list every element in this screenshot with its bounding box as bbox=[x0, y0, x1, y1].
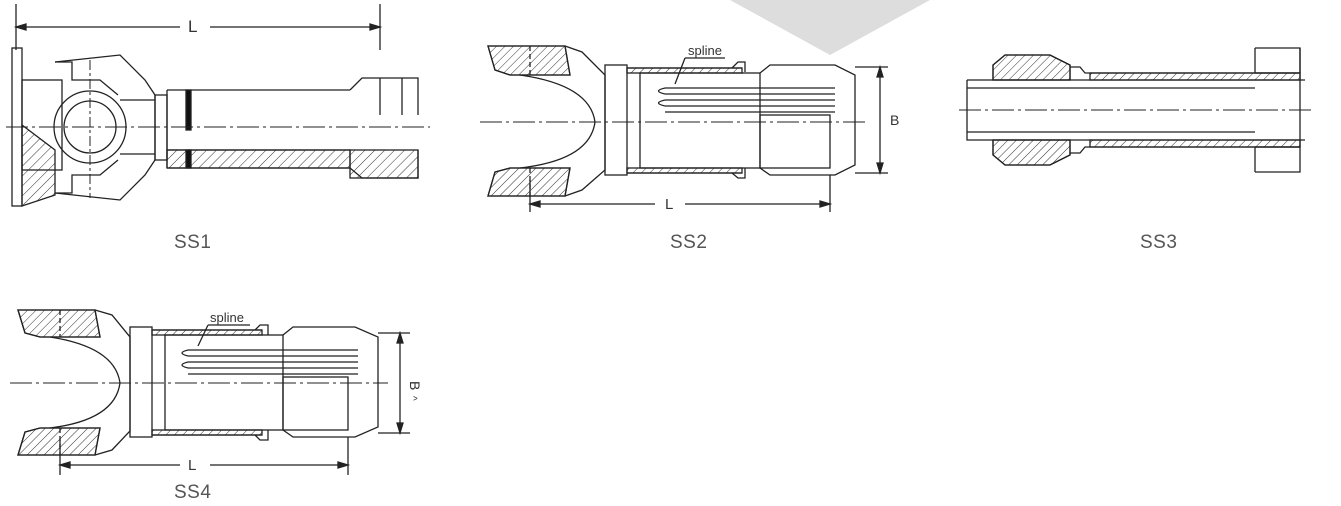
ss2-caption: SS2 bbox=[670, 232, 708, 253]
decorative-triangle bbox=[730, 0, 930, 55]
ss4-spline-callout: spline bbox=[210, 310, 244, 325]
ss1-caption: SS1 bbox=[174, 232, 212, 253]
diagram-ss1: L bbox=[6, 4, 430, 207]
diagram-ss2: spline B L bbox=[480, 43, 899, 213]
ss3-caption: SS3 bbox=[1140, 232, 1178, 253]
diagram-ss4: spline B ^ L bbox=[10, 309, 423, 475]
ss2-dimension-label: L bbox=[665, 196, 673, 213]
ss4-diameter-label: B bbox=[407, 381, 423, 390]
ss4-caption: SS4 bbox=[174, 482, 212, 503]
ss4-diameter-mark: ^ bbox=[407, 396, 418, 401]
ss2-spline-callout: spline bbox=[688, 43, 722, 58]
ss4-dimension-label: L bbox=[188, 457, 196, 474]
ss1-dimension-label: L bbox=[188, 17, 197, 36]
ss2-diameter-label: B bbox=[890, 112, 899, 128]
diagram-ss3 bbox=[959, 47, 1311, 173]
